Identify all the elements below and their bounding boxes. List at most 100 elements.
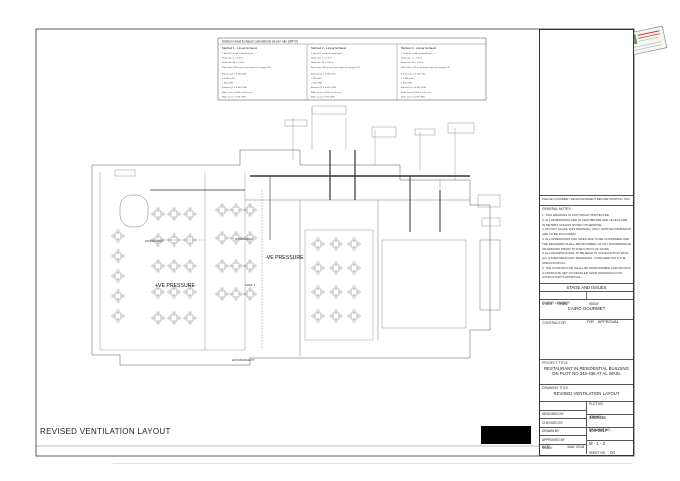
client-cell: CLIENT / OWNER CAIRO GOURMET bbox=[540, 300, 633, 320]
general-note-line: A COMPLETE SET OF DETAILED SHOP DRAWINGS… bbox=[542, 270, 622, 275]
chair-icon bbox=[316, 319, 320, 323]
chair-icon bbox=[311, 242, 315, 246]
chair-icon bbox=[183, 212, 187, 216]
calc-method-line: Exhaust Q2 = 0.900 CFM bbox=[222, 86, 247, 89]
chair-icon bbox=[161, 290, 165, 294]
chair-icon bbox=[193, 238, 197, 242]
chair-icon bbox=[321, 266, 325, 270]
calc-method-line: Hood size: L = 2.10 m bbox=[311, 58, 332, 60]
calc-method-line: Exhaust Q1 = 0.264 m3/s bbox=[311, 72, 337, 75]
chair-icon bbox=[316, 285, 320, 289]
chair-icon bbox=[167, 212, 171, 216]
chair-icon bbox=[193, 316, 197, 320]
calc-method-line: = 950 m3/s bbox=[311, 78, 323, 80]
chair-icon bbox=[188, 285, 192, 289]
chair-icon bbox=[334, 309, 338, 313]
chair-icon bbox=[116, 319, 120, 323]
chair-icon bbox=[156, 269, 160, 273]
designed-by-label: DESIGNED BY bbox=[542, 412, 564, 416]
chair-icon bbox=[357, 290, 361, 294]
general-note-line: IN METERS UNLESS NOTED OTHERWISE. bbox=[542, 222, 603, 227]
chair-icon bbox=[172, 311, 176, 315]
chair-icon bbox=[229, 264, 233, 268]
chair-icon bbox=[193, 212, 197, 216]
contractor-label: CONTRACTOR bbox=[542, 321, 566, 325]
table-icon bbox=[114, 312, 122, 320]
chair-icon bbox=[248, 287, 252, 291]
chair-icon bbox=[188, 321, 192, 325]
chair-icon bbox=[167, 316, 171, 320]
table-icon bbox=[232, 234, 240, 242]
date-label: DATE bbox=[542, 444, 551, 449]
chair-icon bbox=[239, 292, 243, 296]
chair-icon bbox=[234, 203, 238, 207]
chair-icon bbox=[234, 287, 238, 291]
chair-icon bbox=[151, 238, 155, 242]
table-icon bbox=[246, 234, 254, 242]
general-note-line: ALL OTHER RELEVANT DRAWINGS, TOGETHER WI… bbox=[542, 256, 626, 261]
project-line-1: RESTAURANT IN RESIDENTIAL BUILDING bbox=[544, 366, 629, 371]
table-icon bbox=[314, 240, 322, 248]
chair-icon bbox=[334, 285, 338, 289]
table-icon bbox=[232, 206, 240, 214]
chair-icon bbox=[172, 207, 176, 211]
chair-icon bbox=[177, 238, 181, 242]
chair-icon bbox=[167, 264, 171, 268]
general-note-line: 3. DO NOT SCALE THIS DRAWING, ONLY WRITT… bbox=[542, 227, 631, 232]
chair-icon bbox=[177, 316, 181, 320]
table-icon bbox=[246, 262, 254, 270]
chair-icon bbox=[172, 285, 176, 289]
chair-icon bbox=[116, 279, 120, 283]
table-icon bbox=[314, 312, 322, 320]
chair-icon bbox=[188, 207, 192, 211]
drawing-title-value: REVISED VENTILATION LAYOUT bbox=[553, 391, 620, 396]
chair-icon bbox=[248, 241, 252, 245]
project-cell: PROJECT TITLE RESTAURANT IN RESIDENTIAL … bbox=[540, 360, 633, 385]
dining-area-label-1: DINING AREA bbox=[145, 239, 163, 243]
chair-icon bbox=[193, 290, 197, 294]
chair-icon bbox=[352, 271, 356, 275]
chair-icon bbox=[243, 264, 247, 268]
table-icon bbox=[170, 236, 178, 244]
chair-icon bbox=[234, 241, 238, 245]
chair-icon bbox=[121, 254, 125, 258]
table-icon bbox=[332, 288, 340, 296]
calc-method-line: Make up air: 0.675 CFM bbox=[222, 95, 246, 98]
chair-icon bbox=[183, 316, 187, 320]
chair-icon bbox=[188, 243, 192, 247]
chair-icon bbox=[321, 290, 325, 294]
chair-icon bbox=[316, 247, 320, 251]
chair-icon bbox=[347, 290, 351, 294]
chair-icon bbox=[111, 274, 115, 278]
chair-icon bbox=[121, 294, 125, 298]
hood-calc-table: Kitchen Hood Exhaust calculations as per… bbox=[217, 37, 487, 101]
table-icon bbox=[332, 264, 340, 272]
chair-icon bbox=[253, 264, 257, 268]
chair-icon bbox=[167, 290, 171, 294]
dining-area-label-2: DINING AREA bbox=[235, 237, 253, 241]
table-icon bbox=[186, 236, 194, 244]
chair-icon bbox=[311, 314, 315, 318]
calc-method-line: Exhaust Q2 = 0.900 CFM bbox=[311, 86, 336, 89]
chair-icon bbox=[253, 292, 257, 296]
table-icon bbox=[332, 240, 340, 248]
calc-method-line: = 950 CFM bbox=[401, 83, 412, 85]
calc-method-line: Hood size: W = 1.10 m bbox=[222, 62, 244, 64]
entrance-label: ENTRANCE/EXIT bbox=[232, 358, 255, 362]
calc-method-line: = 0.264 m3/s bbox=[401, 78, 415, 80]
general-note-line: THE DESIGNER SHALL BE INFORMED OF ANY DI… bbox=[542, 241, 631, 246]
chair-icon bbox=[116, 299, 120, 303]
chair-icon bbox=[220, 259, 224, 263]
chair-icon bbox=[111, 254, 115, 258]
calc-method-line: = 950 CFM bbox=[311, 83, 322, 85]
chair-icon bbox=[156, 207, 160, 211]
chair-icon bbox=[334, 261, 338, 265]
chair-icon bbox=[339, 242, 343, 246]
chair-icon bbox=[116, 249, 120, 253]
chair-icon bbox=[357, 314, 361, 318]
general-note-line: 6. THE CONTRACTOR SHALL BE RESPONSIBLE F… bbox=[542, 265, 631, 270]
calc-method-line: Make up air: 0.675 CFM bbox=[311, 95, 335, 98]
chair-icon bbox=[248, 231, 252, 235]
general-note-line: CONSULTANT'S APPROVAL. bbox=[542, 275, 582, 280]
calc-method-line: Hood size: W = 1.00 m bbox=[401, 62, 423, 64]
